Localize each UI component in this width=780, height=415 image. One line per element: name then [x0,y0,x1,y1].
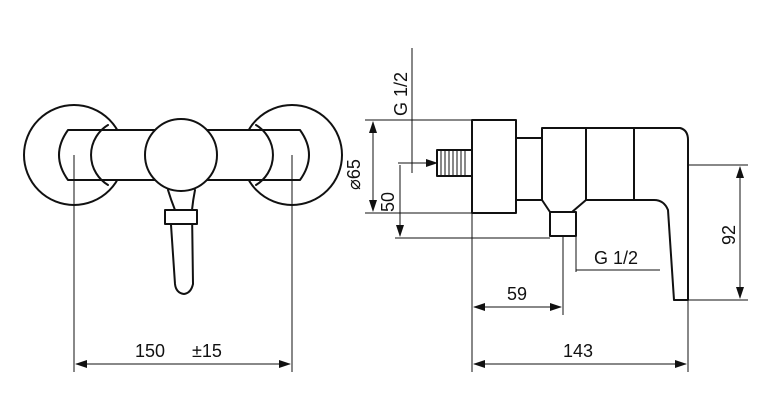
side-lever [633,127,689,301]
outlet-stub [164,209,198,225]
lever-handle [169,209,194,295]
threaded-connector [436,149,473,177]
cartridge-knob [144,118,218,192]
depth-59-label: 59 [507,284,527,304]
outlet-nozzle [549,211,577,237]
thread-bottom-label: G 1/2 [594,248,638,268]
right-inner-arc [255,124,274,186]
lever-neck-right [191,189,196,211]
wall-rosette [471,119,517,214]
valve-neck [515,137,543,201]
height-50-label: 50 [378,192,398,212]
width-tolerance-label: ±15 [192,341,222,361]
thread-top-label: G 1/2 [391,72,411,116]
lever-neck-left [167,189,176,211]
cartridge-cap [585,127,635,201]
connector-thread-lines [440,150,466,176]
width-dimension-label: 150 [135,341,165,361]
front-view: 150 ±15 [23,104,343,372]
side-view: G 1/2 ⌀65 50 G 1/2 92 59 143 [344,48,748,372]
depth-143-label: 143 [563,341,593,361]
valve-body [541,127,587,213]
diameter-label: ⌀65 [344,159,364,190]
left-inner-arc [90,124,109,186]
height-92-label: 92 [719,225,739,245]
